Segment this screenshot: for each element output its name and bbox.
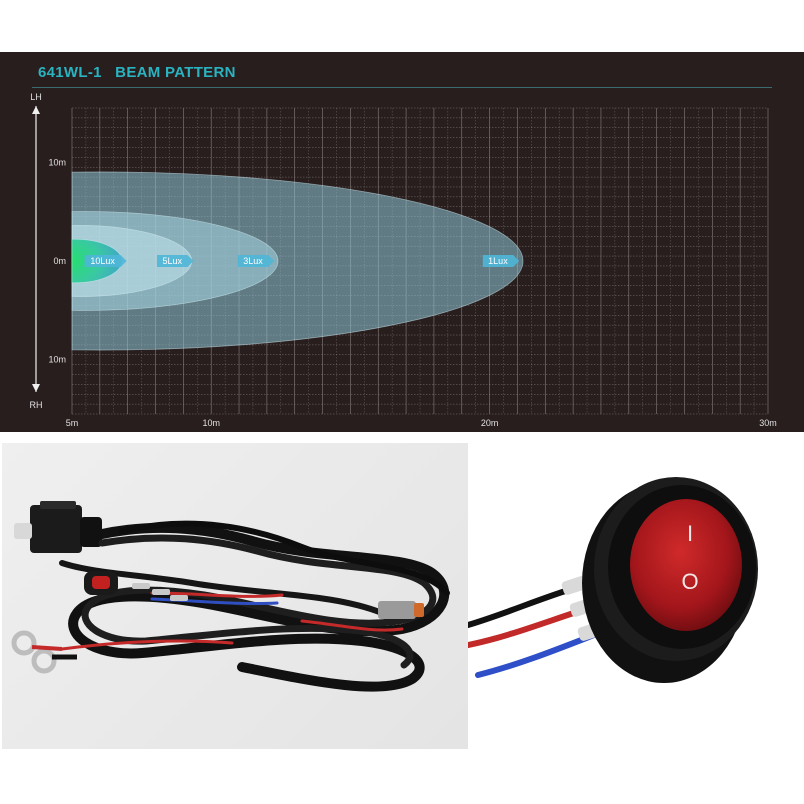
rocker-switch-photo: I O: [468, 443, 804, 749]
on-symbol: I: [687, 521, 693, 546]
x-tick-label: 5m: [66, 418, 79, 428]
arrow-up-icon: [32, 106, 40, 114]
lux-label-3lux: 3Lux: [243, 256, 263, 266]
x-tick-label: 20m: [481, 418, 499, 428]
cable-coil: [59, 520, 450, 692]
lux-tag-10lux: [84, 255, 127, 267]
inline-switch-icon: [84, 571, 118, 595]
ring-terminal-icon: [11, 630, 77, 674]
y-tick-label: 0m: [53, 256, 66, 266]
rocker-button-icon: I O: [630, 499, 742, 631]
rocker-switch-image: I O: [468, 477, 758, 683]
connector-icon: [378, 601, 424, 619]
off-symbol: O: [681, 569, 698, 594]
y-tick-label: 10m: [48, 157, 66, 167]
lux-label-1lux: 1Lux: [488, 256, 508, 266]
wiring-harness-image: [11, 501, 450, 692]
lux-label-10lux: 10Lux: [90, 256, 115, 266]
x-tick-label: 10m: [202, 418, 220, 428]
y-tick-label: 10m: [48, 355, 66, 365]
lux-tag-5lux: [157, 255, 194, 267]
lux-labels: 1Lux 3Lux 5Lux 10Lux: [84, 255, 520, 267]
arrow-down-icon: [32, 384, 40, 392]
y-axis-bottom-label: RH: [30, 400, 43, 410]
axes: LH RH 10m 0m 10m 5m 10m 20m 30m: [30, 92, 777, 428]
wiring-harness-photo: [2, 443, 468, 749]
chart-title: 641WL-1 BEAM PATTERN: [38, 64, 236, 81]
beam-contours: [71, 171, 524, 351]
spade-terminal-icon: [132, 583, 188, 601]
switch-wires: [468, 584, 597, 678]
title-underline: [32, 87, 772, 88]
relay-icon: [14, 501, 102, 553]
x-tick-label: 30m: [759, 418, 777, 428]
beam-pattern-chart: LH RH 10m 0m 10m 5m 10m 20m 30m 1Lux 3Lux 5Lux 10Lu…: [30, 92, 777, 428]
beam-contour-1lux: [71, 171, 524, 351]
lux-tag-3lux: [237, 255, 275, 267]
y-axis-top-label: LH: [30, 92, 42, 102]
lux-label-5lux: 5Lux: [162, 256, 182, 266]
lux-tag-1lux: [482, 255, 520, 267]
beam-pattern-panel: 641WL-1 BEAM PATTERN LH RH 10m 0m 10m 5m 10m 20…: [0, 52, 804, 432]
